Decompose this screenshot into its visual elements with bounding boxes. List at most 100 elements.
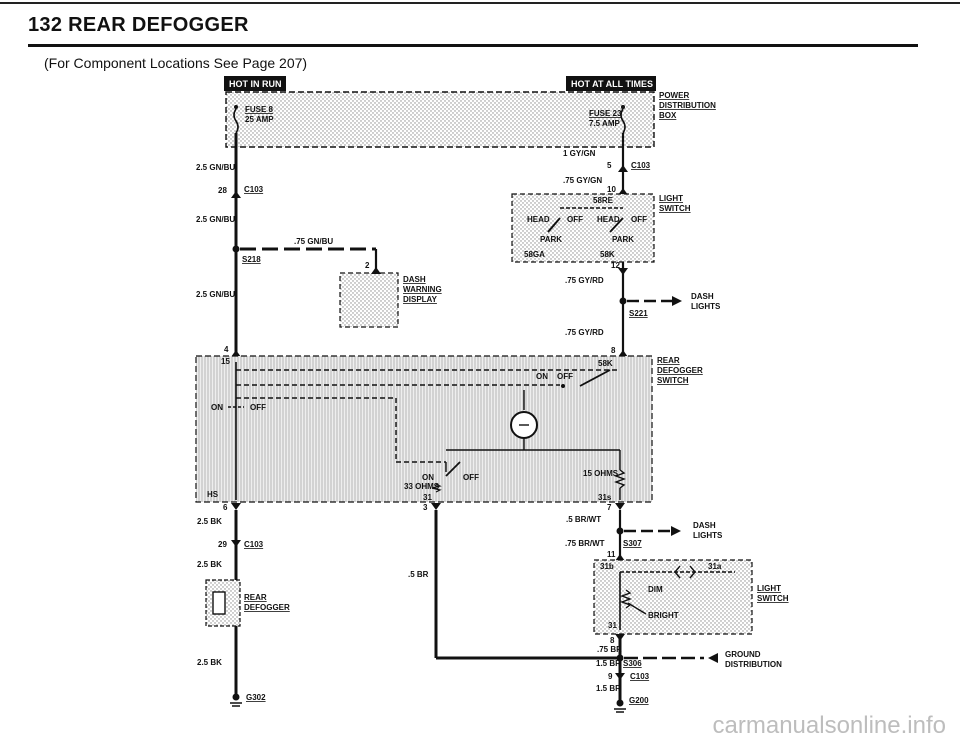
dimmer-dim-label: DIM <box>648 585 663 594</box>
splice-s218-icon <box>232 245 240 253</box>
light-switch-58ga: 58GA <box>524 250 545 259</box>
light-switch-off-left: OFF <box>567 215 583 224</box>
hot-at-all-times-label: HOT AT ALL TIMES <box>571 79 653 89</box>
pin-8-connector-icon <box>618 350 628 357</box>
light-switch-label-2: SWITCH <box>659 204 691 213</box>
pin-4-label: 4 <box>224 345 229 354</box>
dash-warning-pin-icon <box>371 267 381 274</box>
fuse-8-icon <box>233 108 239 134</box>
splice-s307-icon <box>616 527 624 535</box>
pin-4-connector-icon <box>231 350 241 357</box>
hot-in-run-tag <box>224 76 286 91</box>
light-switch-park-right: PARK <box>612 235 634 244</box>
c103-connector-right-icon <box>618 165 628 172</box>
dash-lights-label-1: DASH <box>691 292 714 301</box>
resistor-15-ohms-label: 15 OHMS <box>583 469 619 478</box>
light-switch-58k: 58K <box>600 250 615 259</box>
dimmer-terminal-31a: 31a <box>708 562 722 571</box>
dash-lights-label-2: LIGHTS <box>691 302 721 311</box>
power-distribution-box: HOT IN RUN HOT AT ALL TIMES FUSE 8 25 AM… <box>224 76 716 148</box>
dash-lights-bottom-label-1: DASH <box>693 521 716 530</box>
defogger-on-left: ON <box>211 403 223 412</box>
dash-warning-label-3: DISPLAY <box>403 295 438 304</box>
hot-at-all-times-tag <box>566 76 656 91</box>
fuse-23-icon <box>620 108 626 134</box>
dimmer-light-switch-label-1: LIGHT <box>757 584 781 593</box>
dash-warning-label-1: DASH <box>403 275 426 284</box>
ground-distribution-label-2: DISTRIBUTION <box>725 660 782 669</box>
defogger-terminal-31: 31 <box>423 493 432 502</box>
bottom-right-wire-4: 1.5 BR <box>596 659 621 668</box>
defogger-terminal-31s: 31s <box>598 493 612 502</box>
defogger-off-mid: OFF <box>463 473 479 482</box>
splice-s221-label: S221 <box>629 309 648 318</box>
dash-warning-display: 2 DASH WARNING DISPLAY <box>339 261 442 328</box>
pin-10-label: 10 <box>607 185 616 194</box>
bottom-left-wire-2: 2.5 BK <box>197 560 222 569</box>
top-border-line <box>0 2 960 4</box>
right-supply-wire: 1 GY/GN 5 C103 .75 GY/GN 10 <box>563 133 651 195</box>
dash-lights-arrow-icon <box>672 296 682 306</box>
light-switch-park-left: PARK <box>540 235 562 244</box>
c103-bottom-right-connector-icon <box>615 673 625 680</box>
pin-8-bottom-label: 8 <box>610 636 615 645</box>
defogger-switch-label-2: DEFOGGER <box>657 366 703 375</box>
defogger-pin-15: 15 <box>221 357 230 366</box>
page-subtitle: (For Component Locations See Page 207) <box>44 55 308 71</box>
pin-11-label: 11 <box>607 550 616 559</box>
title-rule <box>28 44 918 47</box>
light-switch-head-left: HEAD <box>527 215 550 224</box>
light-switch-58re: 58RE <box>593 196 614 205</box>
splice-s306-icon <box>616 654 624 662</box>
pin-8-label: 8 <box>611 346 616 355</box>
mid-wire-label: .5 BR <box>408 570 429 579</box>
dimmer-terminal-31: 31 <box>608 621 617 630</box>
defogger-switch-label-1: REAR <box>657 356 680 365</box>
light-switch-label-1: LIGHT <box>659 194 683 203</box>
pin-8-bottom-connector-icon <box>615 634 625 641</box>
dimmer-ground-circuit: .5 BR/WT DASH LIGHTS .75 BR/WT S307 11 3… <box>565 510 789 713</box>
defogger-off-label: OFF <box>557 372 573 381</box>
left-wire-label-4: 2.5 GN/BU <box>196 290 235 299</box>
ground-distribution-arrow-icon <box>708 653 718 663</box>
dash-lights-bottom-arrow-icon <box>671 526 681 536</box>
hot-in-run-label: HOT IN RUN <box>229 79 282 89</box>
diode-icon <box>674 565 696 579</box>
fuse-23-terminal-top <box>621 105 625 109</box>
bottom-right-wire-2: .75 BR/WT <box>565 539 605 548</box>
bottom-right-wire-1: .5 BR/WT <box>566 515 601 524</box>
c103-bottom-right-label: C103 <box>630 672 650 681</box>
rear-defogger-switch: 15 58K REAR DEFOGGER SWITCH ON OFF ON OF… <box>195 355 703 512</box>
c103-left-label: C103 <box>244 185 264 194</box>
c103-bottom-left-label: C103 <box>244 540 264 549</box>
splice-s306-label: S306 <box>623 659 642 668</box>
bottom-right-wire-3: .75 BR <box>597 645 622 654</box>
rear-defogger-label-1: REAR <box>244 593 267 602</box>
ground-distribution-label-1: GROUND <box>725 650 761 659</box>
fuse-23-rating: 7.5 AMP <box>589 119 620 128</box>
resistor-15-ohms-icon <box>614 469 626 489</box>
light-switch-head-right: HEAD <box>597 215 620 224</box>
splice-s307-label: S307 <box>623 539 642 548</box>
dimmer-switch-box <box>593 559 753 635</box>
dimmer-terminal-31b: 31b <box>600 562 614 571</box>
power-box-label-2: DISTRIBUTION <box>659 101 716 110</box>
mid-ground-wire: .5 BR <box>408 510 620 660</box>
power-box-label-1: POWER <box>659 91 689 100</box>
power-box-label-3: BOX <box>659 111 677 120</box>
c103-right-pin: 5 <box>607 161 612 170</box>
dimmer-bright-label: BRIGHT <box>648 611 679 620</box>
ground-g302-label: G302 <box>246 693 266 702</box>
pin-11-connector-icon <box>615 554 625 561</box>
pin-7-label: 7 <box>607 503 612 512</box>
right-wire-label-1: 1 GY/GN <box>563 149 596 158</box>
right-wire-label-3: .75 GY/RD <box>565 276 604 285</box>
ground-g302-icon <box>232 693 240 701</box>
dimmer-light-switch-label-2: SWITCH <box>757 594 789 603</box>
light-switch-top: 58RE HEAD OFF HEAD OFF PARK PARK 58GA 58… <box>511 193 691 263</box>
right-dash-wire: 12 .75 GY/RD DASH LIGHTS S221 .75 GY/RD … <box>565 261 721 362</box>
left-wire-label-2: 2.5 GN/BU <box>196 215 235 224</box>
pin-7-connector-icon <box>615 503 625 510</box>
splice-s221-icon <box>619 297 627 305</box>
